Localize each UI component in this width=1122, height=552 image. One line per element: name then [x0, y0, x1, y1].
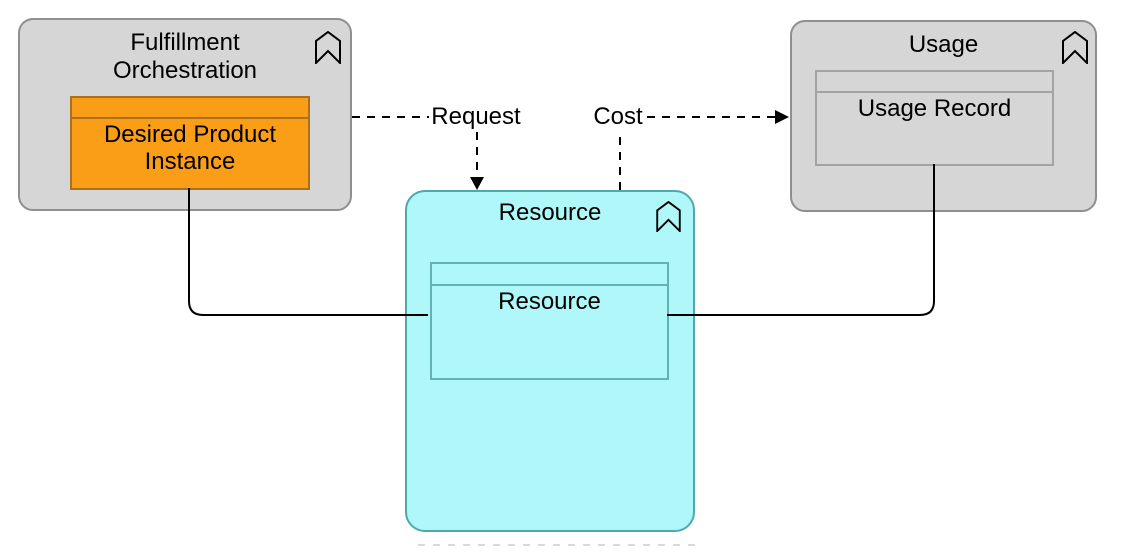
node-usage[interactable]: Usage Usage Record: [790, 20, 1097, 212]
bookmark-chevron-icon: [315, 31, 341, 64]
cost-edge-label[interactable]: Cost: [593, 103, 643, 130]
child-resource[interactable]: Resource: [430, 262, 669, 380]
node-title-usage: Usage: [908, 31, 979, 58]
node-title-fulfillment: Fulfillment Orchestration: [112, 29, 258, 84]
child-title-band: [817, 72, 1052, 93]
request-edge-label[interactable]: Request: [431, 103, 521, 130]
child-label-desired-product-instance: Desired Product Instance: [103, 121, 277, 175]
child-title-band: [72, 98, 308, 119]
child-label-usage-record: Usage Record: [857, 95, 1012, 122]
child-usage-record[interactable]: Usage Record: [815, 70, 1054, 166]
node-title-resource: Resource: [498, 199, 602, 226]
node-fulfillment-orchestration[interactable]: Fulfillment Orchestration Desired Produc…: [18, 18, 352, 211]
node-resource[interactable]: Resource Resource: [405, 190, 695, 532]
cost-flow-arrowhead: [775, 110, 789, 124]
child-label-resource: Resource: [498, 288, 601, 315]
request-flow-arrowhead: [470, 177, 484, 190]
bookmark-chevron-icon: [1062, 31, 1088, 64]
child-title-band: [432, 264, 667, 286]
child-desired-product-instance[interactable]: Desired Product Instance: [70, 96, 310, 190]
bookmark-chevron-icon: [656, 201, 681, 232]
